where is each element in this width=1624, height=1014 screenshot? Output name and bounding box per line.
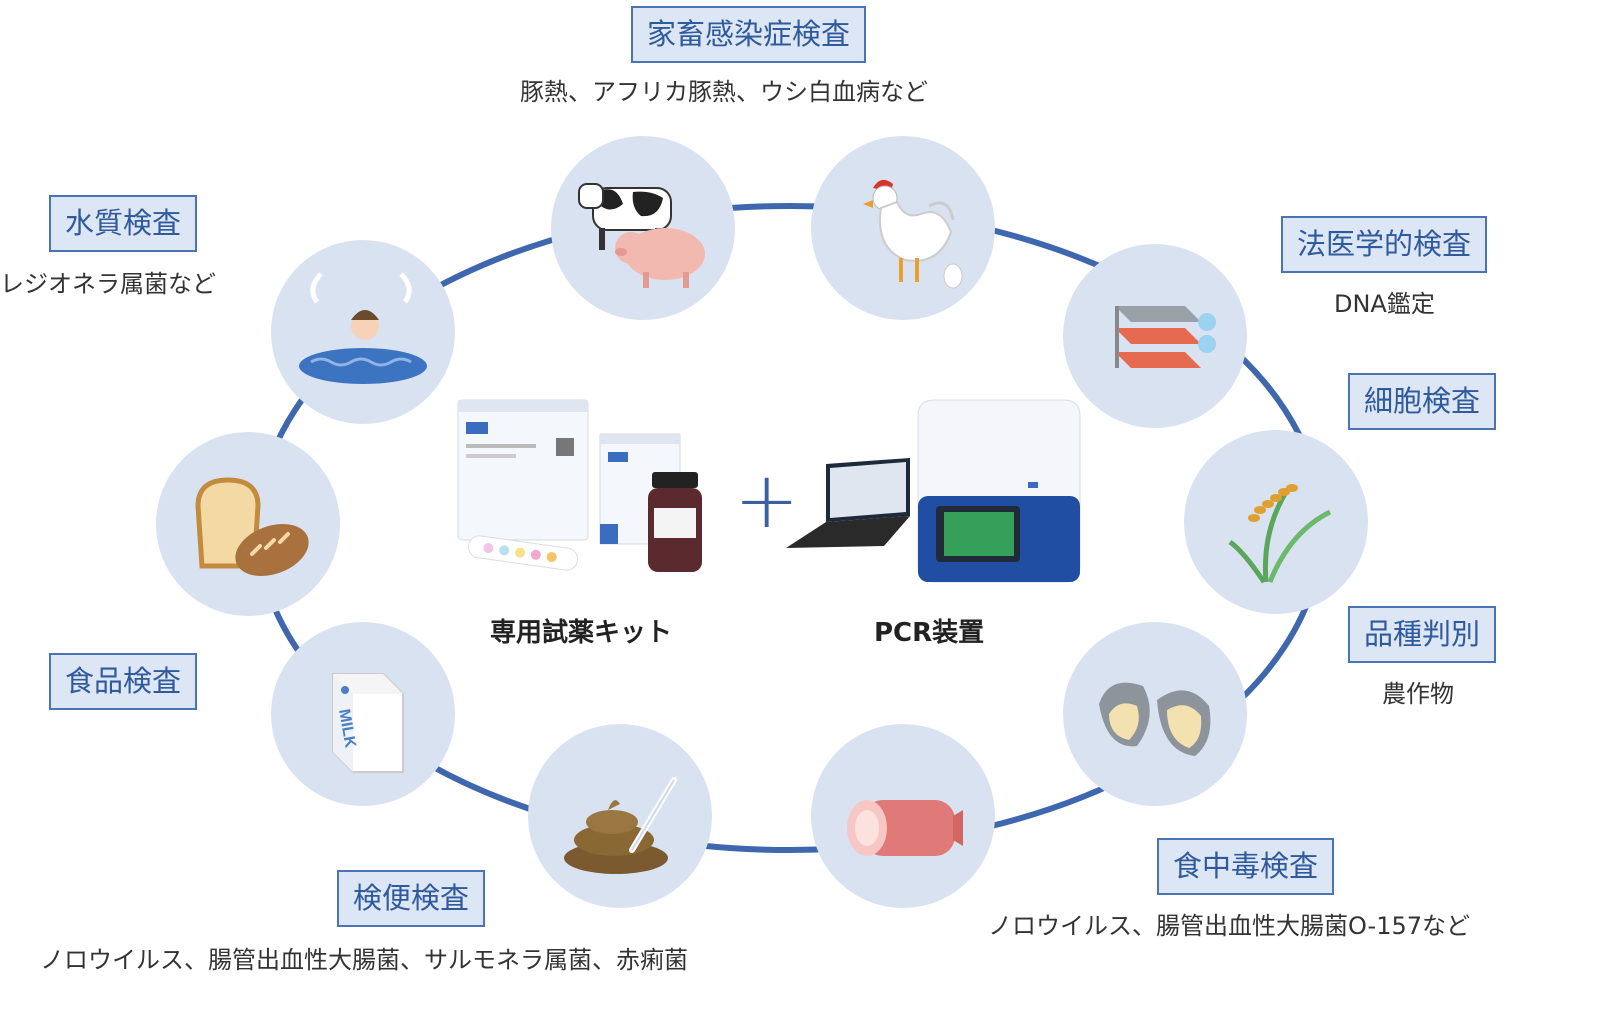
- node-variety-rice: [1184, 430, 1368, 614]
- hot-spring-icon: [299, 272, 427, 384]
- reagent-kit-icon: [457, 399, 589, 571]
- label-water: 水質検査: [49, 195, 198, 252]
- chicken-icon: [863, 179, 963, 289]
- detail-livestock: 豚熱、アフリカ豚熱、ウシ白血病など: [520, 78, 928, 106]
- detail-food-poisoning: ノロウイルス、腸管出血性大腸菌O-157など: [988, 912, 1471, 940]
- milk-carton-icon: MILK: [332, 673, 404, 773]
- node-forensic: [1063, 244, 1247, 428]
- plus-sign: +: [734, 456, 800, 546]
- cow-pig-icon: [578, 183, 705, 288]
- label-variety: 品種判別: [1348, 606, 1497, 663]
- detail-water: レジオネラ属菌など: [0, 270, 216, 298]
- cell-culture-flask-icon: [1115, 306, 1216, 368]
- node-ham: [811, 724, 995, 908]
- node-water: [271, 240, 455, 424]
- bread-icon: [195, 477, 309, 577]
- label-food-poisoning: 食中毒検査: [1157, 838, 1335, 895]
- detail-forensic: DNA鑑定: [1334, 290, 1435, 318]
- pcr-caption: PCR装置: [874, 618, 985, 648]
- label-stool: 検便検査: [337, 870, 486, 927]
- rice-plant-icon: [1228, 484, 1332, 584]
- detail-variety: 農作物: [1382, 680, 1454, 708]
- node-livestock: [551, 136, 735, 320]
- node-stool: [528, 724, 712, 908]
- label-food: 食品検査: [49, 653, 198, 710]
- label-cell: 細胞検査: [1348, 373, 1497, 430]
- oyster-icon: [1099, 682, 1211, 756]
- label-forensic: 法医学的検査: [1281, 216, 1488, 273]
- stool-sample-icon: [564, 777, 677, 874]
- detail-stool: ノロウイルス、腸管出血性大腸菌、サルモネラ属菌、赤痢菌: [40, 946, 688, 974]
- reagent-box-icon: [599, 433, 702, 572]
- node-food-milk: MILK: [271, 622, 455, 806]
- pcr-device-icon: [786, 399, 1081, 583]
- milk-text: MILK: [335, 708, 359, 750]
- ham-icon: [847, 800, 963, 856]
- node-oyster: [1063, 622, 1247, 806]
- kit-caption: 専用試薬キット: [490, 618, 673, 648]
- node-chicken: [811, 136, 995, 320]
- node-bread: [156, 432, 340, 616]
- label-livestock: 家畜感染症検査: [631, 6, 867, 63]
